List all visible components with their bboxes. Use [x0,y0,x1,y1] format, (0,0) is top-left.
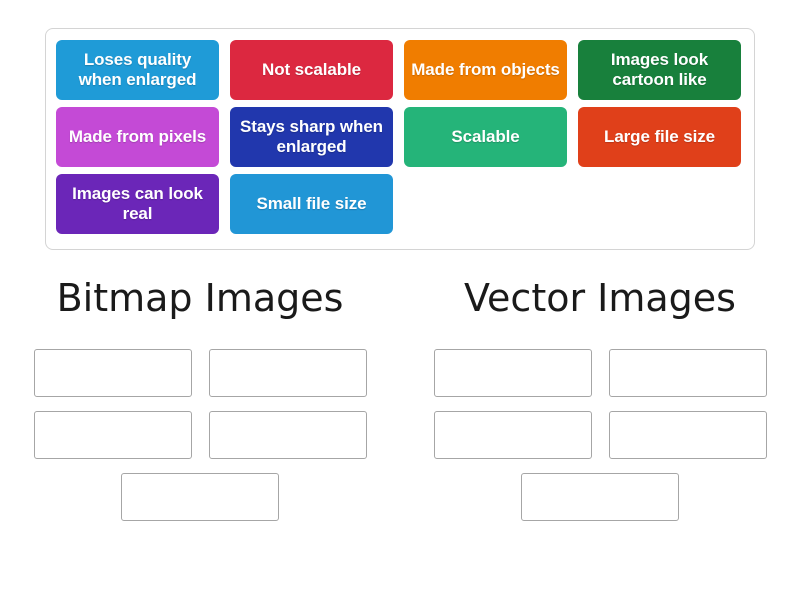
drop-slot[interactable] [433,349,592,397]
category-bitmap-images: Bitmap Images [0,275,400,521]
drop-slot[interactable] [608,349,767,397]
category-title: Vector Images [464,276,736,320]
drop-slot[interactable] [433,411,592,459]
draggable-tile[interactable]: Scalable [404,107,567,167]
tile-bank: Loses quality when enlarged Not scalable… [45,28,755,250]
category-columns: Bitmap Images Vector Images [0,275,800,521]
drop-slot[interactable] [608,411,767,459]
tile-row: Loses quality when enlarged Not scalable… [56,40,744,100]
drop-slot[interactable] [208,349,367,397]
tile-row: Images can look real Small file size [56,174,744,234]
drop-slot[interactable] [33,411,192,459]
category-vector-images: Vector Images [400,275,800,521]
drop-slot[interactable] [121,473,279,521]
draggable-tile[interactable]: Images look cartoon like [578,40,741,100]
draggable-tile[interactable]: Loses quality when enlarged [56,40,219,100]
draggable-tile[interactable]: Made from objects [404,40,567,100]
category-title: Bitmap Images [56,276,344,320]
drop-slot[interactable] [208,411,367,459]
tile-row: Made from pixels Stays sharp when enlarg… [56,107,744,167]
draggable-tile[interactable]: Large file size [578,107,741,167]
draggable-tile[interactable]: Images can look real [56,174,219,234]
draggable-tile[interactable]: Stays sharp when enlarged [230,107,393,167]
drop-slot[interactable] [33,349,192,397]
drop-slot[interactable] [521,473,679,521]
drop-zone-grid [25,349,375,521]
drop-zone-grid [425,349,775,521]
draggable-tile[interactable]: Small file size [230,174,393,234]
draggable-tile[interactable]: Not scalable [230,40,393,100]
draggable-tile[interactable]: Made from pixels [56,107,219,167]
